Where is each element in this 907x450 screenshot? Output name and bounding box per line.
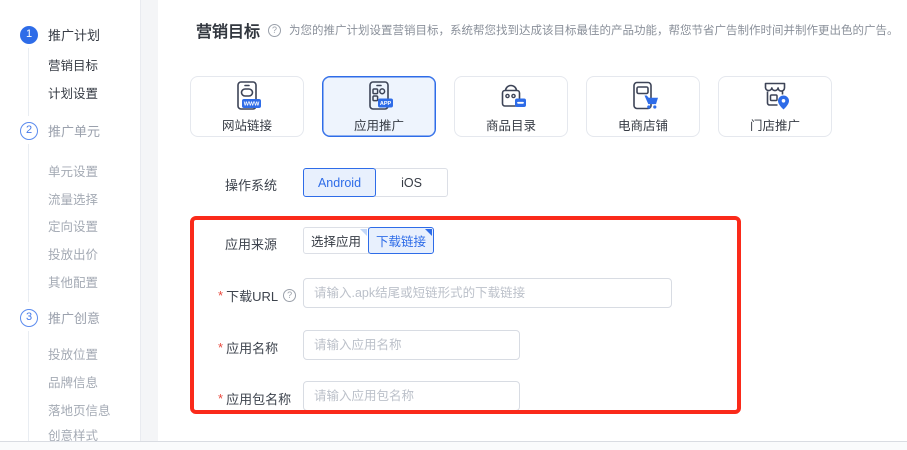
corner-marker-icon	[425, 229, 432, 236]
tab-download-link[interactable]: 下载链接	[368, 227, 434, 254]
step-connector-line	[28, 144, 29, 302]
goal-card-label: 商品目录	[485, 118, 536, 133]
store-pin-icon	[764, 82, 789, 109]
step-number-badge: 3	[20, 308, 38, 327]
goal-card-ecommerce-shop[interactable]: 电商店铺	[586, 76, 700, 137]
sidebar-item-brand-info[interactable]: 品牌信息	[48, 376, 99, 390]
sidebar-item-bidding[interactable]: 投放出价	[48, 248, 99, 262]
app-source-label: 应用来源	[225, 237, 278, 252]
marketing-goal-cards: WWW 网站链接 APP 应用推广	[190, 76, 832, 137]
goal-card-product-catalog[interactable]: 商品目录	[454, 76, 568, 137]
app-badge: APP	[380, 101, 392, 107]
step-label: 推广单元	[48, 124, 101, 139]
sidebar-item-other-config[interactable]: 其他配置	[48, 276, 99, 290]
required-asterisk: *	[218, 288, 224, 303]
section-description: 为您的推广计划设置营销目标，系统帮您找到达成该目标最佳的产品功能，帮您节省广告制…	[289, 25, 899, 37]
required-asterisk: *	[218, 391, 224, 406]
os-segmented-control: Android iOS	[303, 168, 448, 197]
sidebar-step-adgroup[interactable]: 2 推广单元	[20, 121, 100, 140]
download-url-label: * 下载URL ?	[218, 286, 297, 305]
phone-app-icon: APP	[369, 80, 393, 110]
download-url-input[interactable]	[303, 278, 672, 308]
step-number-badge: 1	[20, 25, 38, 44]
app-source-tabs: 选择应用 下载链接	[303, 227, 434, 254]
step-number-badge: 2	[20, 121, 38, 140]
goal-card-app-promotion[interactable]: APP 应用推广	[322, 76, 436, 137]
sidebar-item-creative-style[interactable]: 创意样式	[48, 429, 99, 443]
sidebar-step-creative[interactable]: 3 推广创意	[20, 308, 100, 327]
sidebar-item-landing-page[interactable]: 落地页信息	[48, 404, 111, 418]
os-option-ios[interactable]: iOS	[375, 168, 448, 197]
os-label: 操作系统	[225, 178, 278, 193]
help-icon[interactable]: ?	[283, 289, 297, 302]
step-connector-line	[28, 48, 29, 116]
bottom-edge-bar	[0, 441, 907, 450]
goal-card-label: 门店推广	[749, 118, 800, 133]
step-label: 推广计划	[48, 28, 101, 43]
sidebar-step-campaign[interactable]: 1 推广计划	[20, 25, 100, 44]
help-icon[interactable]: ?	[268, 23, 282, 37]
sidebar-item-plan-settings[interactable]: 计划设置	[48, 87, 99, 101]
section-header: 营销目标 ? 为您的推广计划设置营销目标，系统帮您找到达成该目标最佳的产品功能，…	[196, 18, 899, 42]
www-badge: WWW	[244, 101, 260, 107]
sidebar-item-unit-settings[interactable]: 单元设置	[48, 165, 99, 179]
app-name-input[interactable]	[303, 330, 520, 360]
sidebar-item-traffic-select[interactable]: 流量选择	[48, 193, 99, 207]
corner-marker-icon	[360, 229, 367, 236]
main-panel: 营销目标 ? 为您的推广计划设置营销目标，系统帮您找到达成该目标最佳的产品功能，…	[158, 0, 907, 441]
goal-card-label: 电商店铺	[617, 118, 668, 133]
package-name-label: * 应用包名称	[218, 391, 292, 407]
sidebar-item-targeting[interactable]: 定向设置	[48, 220, 99, 234]
shopping-bag-icon	[501, 84, 526, 107]
app-name-label: * 应用名称	[218, 340, 279, 356]
tab-select-app[interactable]: 选择应用	[303, 227, 369, 254]
page-title: 营销目标	[196, 24, 261, 41]
required-asterisk: *	[218, 340, 224, 355]
goal-card-website-link[interactable]: WWW 网站链接	[190, 76, 304, 137]
step-connector-line	[28, 331, 29, 441]
package-name-input[interactable]	[303, 381, 520, 411]
sidebar-item-placement[interactable]: 投放位置	[48, 348, 99, 362]
phone-www-icon: WWW	[237, 80, 261, 110]
os-option-android[interactable]: Android	[303, 168, 376, 197]
goal-card-label: 网站链接	[221, 118, 272, 133]
goal-card-label: 应用推广	[353, 118, 404, 133]
sidebar-item-marketing-goal[interactable]: 营销目标	[48, 59, 99, 73]
step-label: 推广创意	[48, 311, 101, 326]
phone-cart-icon	[633, 81, 658, 109]
goal-card-store-promotion[interactable]: 门店推广	[718, 76, 832, 137]
steps-sidebar: 1 推广计划 营销目标 计划设置 2 推广单元 单元设置 流量选择 定向设置 投…	[0, 0, 141, 443]
